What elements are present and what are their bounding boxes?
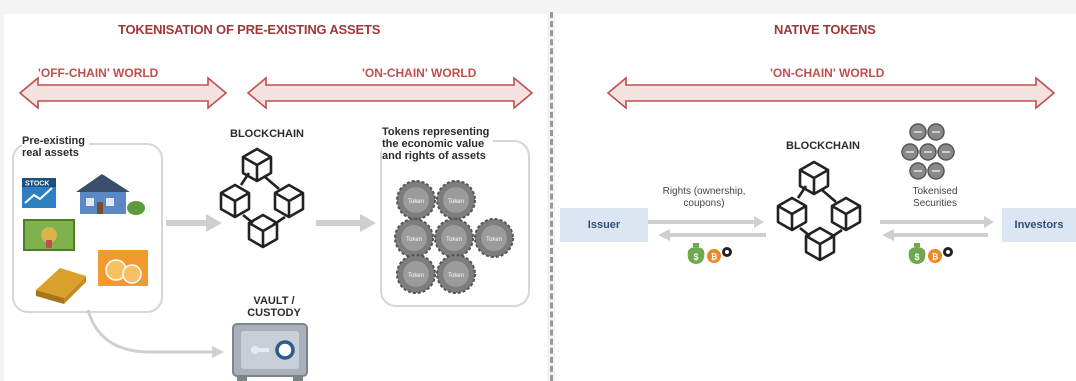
securities-arrow-right xyxy=(880,216,994,228)
token-coin-label: Token xyxy=(446,237,462,243)
token-coin-5: Token xyxy=(474,218,514,258)
native-tokens-title: NATIVE TOKENS xyxy=(774,22,876,37)
svg-text:₿: ₿ xyxy=(932,253,939,262)
securities-arrow-left xyxy=(882,229,988,241)
svg-text:$: $ xyxy=(914,252,919,262)
vault-connector-arrow xyxy=(86,309,214,354)
assets-label-line2: real assets xyxy=(22,147,79,159)
blockchain-label-right: BLOCKCHAIN xyxy=(786,140,860,152)
rights-label-line2: coupons) xyxy=(683,198,725,209)
token-coin-label: Token xyxy=(406,237,422,243)
token-coin-1: Token xyxy=(396,180,436,220)
rights-label-line1: Rights (ownership, xyxy=(662,186,746,197)
securities-label-line1: Tokenised xyxy=(912,186,958,197)
on-chain-double-arrow xyxy=(246,76,534,110)
crypto-coin-icon xyxy=(722,247,732,257)
rights-arrow-left xyxy=(658,229,766,241)
securities-label: Tokenised Securities xyxy=(880,186,990,210)
vault-label-line2: CUSTODY xyxy=(247,307,301,319)
token-coin-label: Token xyxy=(448,199,464,205)
vault-label: VAULT / CUSTODY xyxy=(238,295,310,319)
off-chain-double-arrow xyxy=(18,76,228,110)
native-tokens-panel xyxy=(555,14,1076,381)
securities-coins-icon xyxy=(901,123,955,180)
vault-safe-icon xyxy=(232,323,308,381)
money-bag-icon: $ xyxy=(908,243,926,264)
blockchain-label-left: BLOCKCHAIN xyxy=(230,128,304,140)
token-coin-2: Token xyxy=(436,180,476,220)
tokens-label-line1: Tokens representing xyxy=(382,126,490,138)
svg-text:₿: ₿ xyxy=(711,253,718,262)
rights-arrow-right xyxy=(648,216,764,228)
off-chain-world-label: 'OFF-CHAIN' WORLD xyxy=(38,66,159,80)
tokens-label: Tokens representing the economic value a… xyxy=(382,126,494,162)
investors-box: Investors xyxy=(1002,208,1076,242)
payment-icons-right: $ ₿ xyxy=(908,243,953,264)
blockchain-icon-left xyxy=(219,147,305,249)
token-coin-label: Token xyxy=(408,199,424,205)
money-bag-icon: $ xyxy=(687,243,705,264)
token-coin-label: Token xyxy=(486,237,502,243)
on-chain-world-label: 'ON-CHAIN' WORLD xyxy=(362,66,477,80)
rights-label: Rights (ownership, coupons) xyxy=(652,186,756,210)
token-coin-4: Token xyxy=(434,218,474,258)
securities-label-line2: Securities xyxy=(913,198,957,209)
native-on-chain-double-arrow xyxy=(606,76,1056,110)
payment-icons-left: $ ₿ xyxy=(687,243,732,264)
token-coin-6: Token xyxy=(396,254,436,294)
token-coins: Token Token Token Token Token Token Toke… xyxy=(394,180,514,294)
svg-text:$: $ xyxy=(693,252,698,262)
token-coin-7: Token xyxy=(436,254,476,294)
native-on-chain-world-label: 'ON-CHAIN' WORLD xyxy=(770,66,885,80)
assets-to-blockchain-arrow xyxy=(166,214,222,232)
crypto-coin-icon xyxy=(943,247,953,257)
blockchain-to-tokens-arrow xyxy=(316,214,376,232)
issuer-box: Issuer xyxy=(560,208,648,242)
assets-label-line1: Pre-existing xyxy=(22,135,85,147)
house-icon xyxy=(76,174,145,215)
token-coin-label: Token xyxy=(448,273,464,279)
tokens-label-line3: and rights of assets xyxy=(382,150,486,162)
orange-commodity-icon xyxy=(98,250,148,286)
tokens-label-line2: the economic value xyxy=(382,138,485,150)
assets-label: Pre-existing real assets xyxy=(22,135,89,159)
bitcoin-icon: ₿ xyxy=(928,249,942,263)
banknote-icon xyxy=(23,219,75,251)
stock-icon-label: STOCK xyxy=(25,181,49,188)
vault-label-line1: VAULT / xyxy=(253,295,295,307)
token-coin-3: Token xyxy=(394,218,434,258)
gold-bar-icon xyxy=(36,268,86,304)
tokenisation-title: TOKENISATION OF PRE-EXISTING ASSETS xyxy=(118,22,381,37)
real-assets-icons: STOCK xyxy=(22,174,148,304)
stock-chart-icon: STOCK xyxy=(22,178,56,208)
blockchain-icon-right xyxy=(776,160,862,262)
token-coin-label: Token xyxy=(408,273,424,279)
section-divider xyxy=(550,12,553,381)
bitcoin-icon: ₿ xyxy=(707,249,721,263)
